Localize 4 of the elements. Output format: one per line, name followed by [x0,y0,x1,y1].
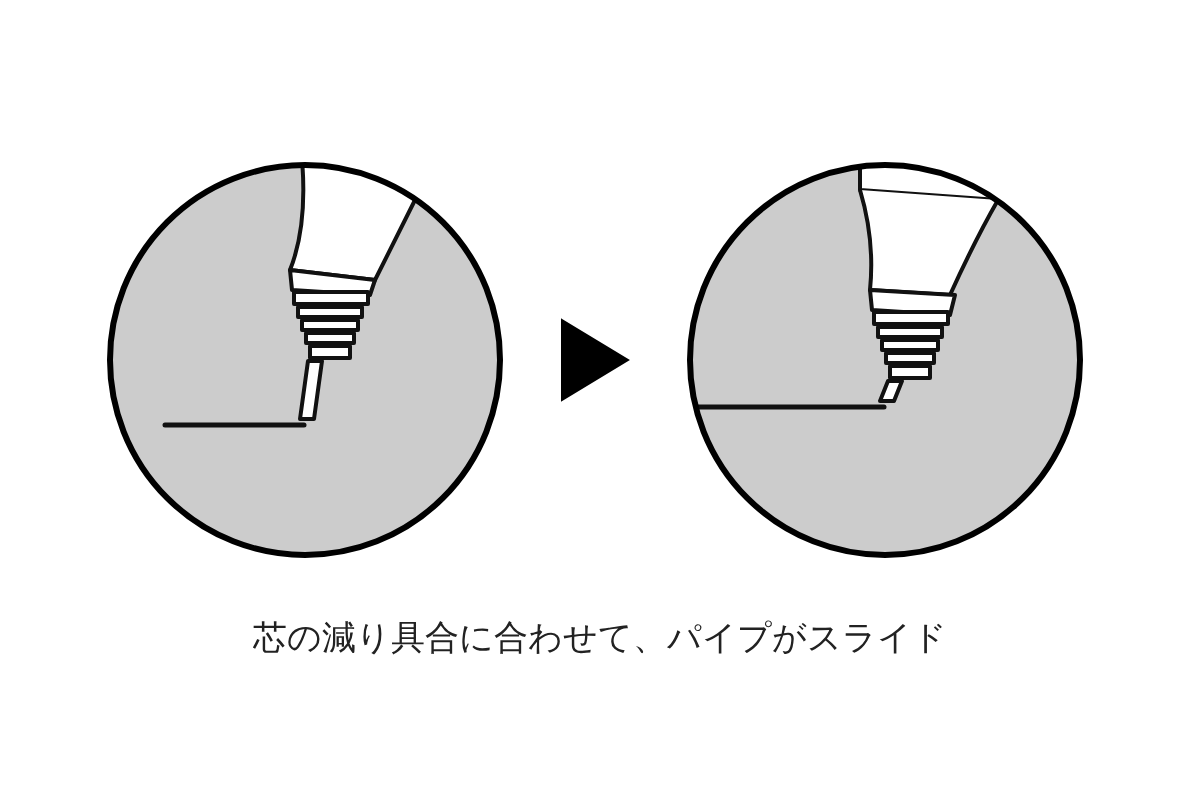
pencil-tip-closeup-drawing [686,161,1084,559]
caption: 芯の減り具合に合わせて、パイプがスライド [253,616,947,659]
triangle-arrow [561,318,630,402]
pencil-tip-closeup-drawing [106,161,504,559]
